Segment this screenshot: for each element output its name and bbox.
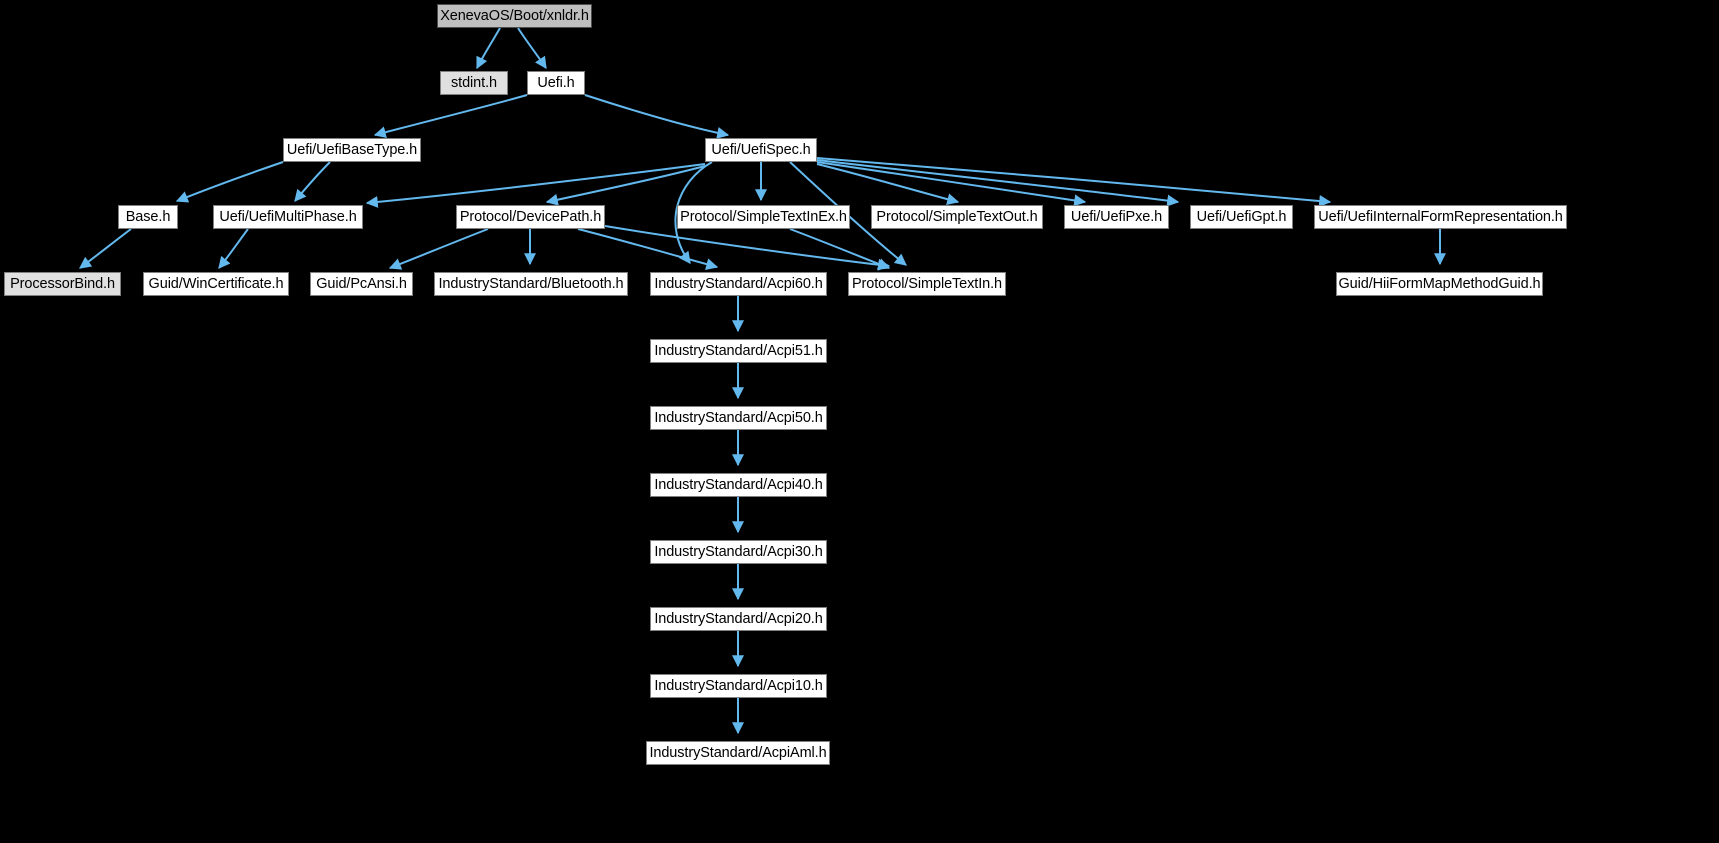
graph-node-label: IndustryStandard/AcpiAml.h (649, 744, 827, 761)
graph-edge-uefispec-to-uefigpt (816, 159, 1180, 207)
graph-node-label: Uefi/UefiBaseType.h (286, 141, 418, 158)
graph-node-label: Protocol/SimpleTextInEx.h (680, 208, 847, 225)
graph-edge-uefispec-to-multiphase (365, 163, 706, 208)
graph-node-devicepath[interactable]: Protocol/DevicePath.h (456, 205, 605, 229)
graph-edge-devicepath-to-stin (604, 225, 891, 271)
graph-node-uefi[interactable]: Uefi.h (527, 71, 585, 95)
graph-node-uefipxe[interactable]: Uefi/UefiPxe.h (1064, 205, 1169, 229)
graph-node-label: Guid/WinCertificate.h (148, 275, 284, 292)
graph-node-label: XenevaOS/Boot/xnldr.h (440, 7, 589, 24)
graph-node-label: IndustryStandard/Bluetooth.h (438, 275, 624, 292)
graph-node-label: Guid/PcAnsi.h (316, 275, 407, 292)
graph-node-uefigpt[interactable]: Uefi/UefiGpt.h (1190, 205, 1293, 229)
graph-node-stout[interactable]: Protocol/SimpleTextOut.h (871, 205, 1043, 229)
graph-edge-uefi-to-uefibasetype (373, 94, 528, 139)
graph-node-label: IndustryStandard/Acpi10.h (654, 677, 823, 694)
graph-edge-devicepath-to-pcansi (388, 228, 489, 270)
graph-edge-uefispec-to-uefiifr (816, 157, 1332, 207)
graph-node-label: Uefi/UefiPxe.h (1070, 208, 1163, 225)
graph-node-label: Guid/HiiFormMapMethodGuid.h (1338, 275, 1541, 292)
graph-edge-uefibasetype-to-base (175, 161, 284, 203)
graph-node-label: IndustryStandard/Acpi51.h (654, 342, 823, 359)
graph-node-label: Base.h (125, 208, 171, 225)
graph-node-label: IndustryStandard/Acpi40.h (654, 476, 823, 493)
graph-node-label: IndustryStandard/Acpi30.h (654, 543, 823, 560)
graph-edge-multiphase-to-wincert (218, 228, 249, 269)
graph-node-stinex[interactable]: Protocol/SimpleTextInEx.h (677, 205, 850, 229)
graph-edge-devicepath-to-acpi60 (577, 228, 719, 270)
graph-node-acpi20[interactable]: IndustryStandard/Acpi20.h (650, 607, 827, 631)
graph-node-acpi40[interactable]: IndustryStandard/Acpi40.h (650, 473, 827, 497)
graph-node-label: Protocol/SimpleTextOut.h (876, 208, 1038, 225)
graph-edge-uefibasetype-to-multiphase (294, 161, 331, 202)
graph-node-wincert[interactable]: Guid/WinCertificate.h (143, 272, 289, 296)
graph-node-label: Uefi/UefiInternalFormRepresentation.h (1318, 208, 1563, 225)
graph-edge-uefispec-to-uefipxe (816, 161, 1087, 207)
graph-edge-stinex-to-stin (789, 228, 891, 270)
graph-node-label: Uefi.h (537, 74, 575, 91)
graph-node-label: ProcessorBind.h (10, 275, 115, 292)
graph-node-label: IndustryStandard/Acpi50.h (654, 409, 823, 426)
graph-node-pcansi[interactable]: Guid/PcAnsi.h (310, 272, 413, 296)
graph-node-acpiaml[interactable]: IndustryStandard/AcpiAml.h (646, 741, 830, 765)
graph-node-label: Uefi/UefiMultiPhase.h (219, 208, 357, 225)
graph-node-acpi60[interactable]: IndustryStandard/Acpi60.h (650, 272, 827, 296)
graph-node-hiiform[interactable]: Guid/HiiFormMapMethodGuid.h (1336, 272, 1543, 296)
graph-node-acpi51[interactable]: IndustryStandard/Acpi51.h (650, 339, 827, 363)
graph-node-acpi10[interactable]: IndustryStandard/Acpi10.h (650, 674, 827, 698)
graph-edge-uefispec-to-devicepath (545, 165, 706, 206)
graph-node-uefibasetype[interactable]: Uefi/UefiBaseType.h (283, 138, 421, 162)
graph-node-stin[interactable]: Protocol/SimpleTextIn.h (848, 272, 1006, 296)
graph-node-acpi50[interactable]: IndustryStandard/Acpi50.h (650, 406, 827, 430)
graph-edge-uefispec-to-stout (816, 163, 960, 206)
graph-edge-uefi-to-uefispec (584, 94, 730, 139)
graph-node-label: stdint.h (451, 74, 497, 91)
graph-node-procbind[interactable]: ProcessorBind.h (4, 272, 121, 296)
graph-edge-xnldr-to-uefi (517, 27, 547, 69)
graph-edge-base-to-procbind (79, 228, 132, 269)
graph-node-uefispec[interactable]: Uefi/UefiSpec.h (705, 138, 817, 162)
graph-node-bluetooth[interactable]: IndustryStandard/Bluetooth.h (434, 272, 628, 296)
graph-node-multiphase[interactable]: Uefi/UefiMultiPhase.h (213, 205, 363, 229)
graph-node-label: Protocol/SimpleTextIn.h (851, 275, 1003, 292)
graph-node-label: Uefi/UefiGpt.h (1196, 208, 1287, 225)
graph-edge-xnldr-to-stdint (476, 27, 501, 70)
graph-node-stdint[interactable]: stdint.h (440, 71, 508, 95)
graph-node-xnldr[interactable]: XenevaOS/Boot/xnldr.h (437, 4, 592, 28)
graph-node-acpi30[interactable]: IndustryStandard/Acpi30.h (650, 540, 827, 564)
graph-node-label: IndustryStandard/Acpi60.h (654, 275, 823, 292)
graph-node-uefiifr[interactable]: Uefi/UefiInternalFormRepresentation.h (1314, 205, 1567, 229)
graph-node-label: Uefi/UefiSpec.h (711, 141, 811, 158)
graph-node-base[interactable]: Base.h (118, 205, 178, 229)
graph-node-label: IndustryStandard/Acpi20.h (654, 610, 823, 627)
graph-node-label: Protocol/DevicePath.h (459, 208, 602, 225)
